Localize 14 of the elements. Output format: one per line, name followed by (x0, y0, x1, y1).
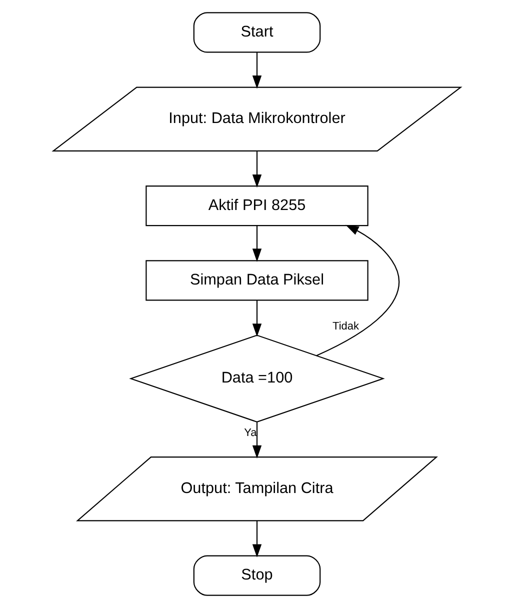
arrow (316, 224, 400, 356)
arrow (252, 151, 262, 188)
node-box: Simpan Data Piksel (146, 260, 368, 301)
node-box: Aktif PPI 8255 (146, 186, 368, 226)
arrow (252, 520, 262, 558)
arrow (252, 300, 262, 337)
edge-label: Tidak (332, 320, 359, 333)
node-box: Stop (193, 555, 321, 596)
arrow (252, 226, 262, 262)
edge-label: Ya (244, 426, 257, 439)
arrow (252, 422, 262, 459)
arrow (252, 52, 262, 89)
node-box: Start (193, 12, 321, 53)
node-diamond: Data =100 (129, 334, 385, 423)
